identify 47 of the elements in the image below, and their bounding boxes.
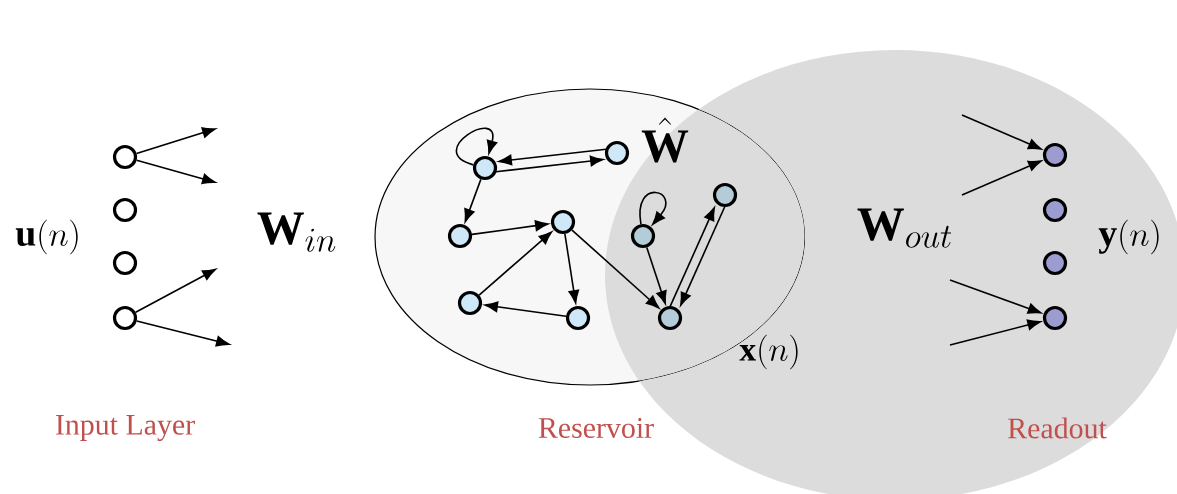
neuron-circle: [1042, 197, 1068, 223]
math-label: $\mathbf{x}(n)$: [739, 334, 798, 370]
neuron-circle: [112, 250, 138, 276]
arrow: [484, 301, 567, 318]
arrow: [498, 148, 607, 166]
arrow: [571, 229, 660, 309]
neuron-circle: [457, 290, 483, 316]
arrow: [680, 204, 727, 306]
neuron-circle: [1042, 250, 1068, 276]
arrow: [471, 220, 549, 236]
arrow: [135, 127, 216, 155]
arrow: [455, 127, 498, 166]
arrow: [949, 279, 1042, 314]
neuron-circle: [112, 305, 138, 331]
arrow: [564, 233, 580, 304]
math-label: $\mathbf{W}_{out}$: [857, 208, 952, 248]
neuron-circle: [657, 305, 683, 331]
section-label: Reservoir: [538, 417, 654, 438]
neuron-circle: [1042, 305, 1068, 331]
arrow: [961, 114, 1042, 150]
arrow: [135, 320, 230, 347]
arrow: [495, 155, 604, 173]
math-label: $\mathbf{u}(n)$: [15, 219, 78, 255]
math-label: $\hat{\mathbf{W}}$: [641, 117, 689, 163]
section-label: Input Layer: [56, 415, 195, 441]
arrow: [668, 207, 715, 309]
neuron-circle: [447, 223, 473, 249]
arrow: [478, 231, 553, 296]
neuron-circle: [1042, 142, 1068, 168]
neuron-circle: [472, 155, 498, 181]
math-label: $\mathbf{W}_{in}$: [257, 212, 336, 252]
arrow: [646, 246, 667, 305]
arrow: [134, 268, 216, 314]
neuron-circle: [630, 223, 656, 249]
arrow: [639, 191, 667, 225]
neuron-circle: [604, 140, 630, 166]
arrow: [961, 160, 1042, 196]
neuron-circle: [565, 305, 591, 331]
neuron-circle: [112, 144, 138, 170]
neuron-circle: [550, 209, 576, 235]
neuron-circle: [112, 197, 138, 223]
neuron-circle: [712, 182, 738, 208]
arrow: [949, 319, 1041, 346]
math-label: $\mathbf{y}(n)$: [1098, 219, 1159, 255]
arrow: [135, 159, 216, 185]
section-label: Readout: [1008, 417, 1107, 439]
arrow: [464, 178, 482, 223]
